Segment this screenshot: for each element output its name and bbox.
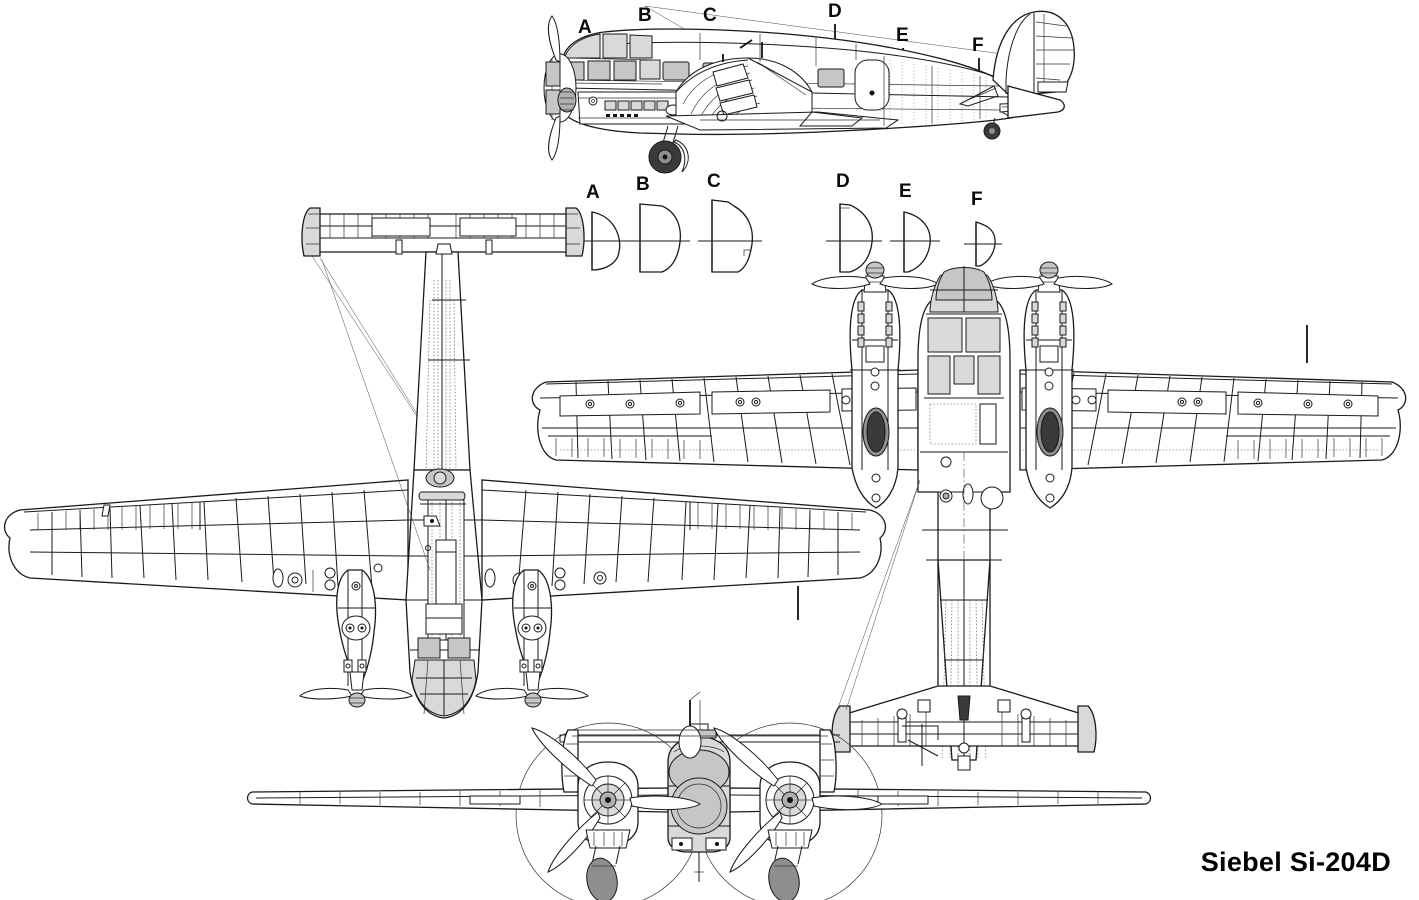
top-nacelle-left (812, 262, 938, 509)
wing-side-profile (666, 111, 898, 130)
drawing-title: Siebel Si-204D (1200, 847, 1391, 877)
bottom-fuselage (321, 259, 484, 719)
vertical-tail-side (960, 10, 1075, 106)
front-engine-left (532, 728, 700, 900)
cross-section-e (890, 211, 940, 273)
nose-spinner-side (544, 16, 576, 160)
front-fuselage-nose (667, 691, 731, 882)
cross-section-label-a: A (586, 182, 600, 203)
cross-section-label-c: C (707, 171, 721, 192)
bottom-tailplane (301, 207, 585, 471)
fuselage-cross-sections (578, 199, 1002, 273)
top-wing (531, 325, 1407, 471)
cross-section-label-f: F (971, 189, 983, 210)
side-view-port-profile (544, 5, 1075, 173)
cross-section-label-e: E (899, 181, 912, 202)
side-section-label-f: F (972, 35, 984, 56)
exhaust-stubs-right (1031, 301, 1067, 348)
exhaust-stubs-left (857, 301, 893, 348)
bottom-plan-view (3, 207, 887, 719)
front-engine-right (714, 728, 882, 900)
rear-fuselage-frames (883, 56, 981, 126)
side-section-label-a: A (578, 17, 592, 38)
exhaust-ports (604, 100, 669, 111)
cross-section-a (578, 211, 626, 271)
front-view-reference-lines (572, 700, 828, 737)
top-fuselage (917, 266, 1011, 761)
side-view-antennas (722, 39, 763, 62)
cross-section-d (826, 203, 882, 273)
cabin-door (855, 60, 889, 110)
nacelle-fasteners (606, 114, 638, 117)
top-plan-view (531, 262, 1407, 770)
main-landing-gear-side (649, 126, 688, 173)
datum-leader-upper (644, 5, 1063, 63)
side-section-label-c: C (703, 5, 717, 26)
fuselage-spine (604, 42, 1004, 80)
fuselage-panel-lines (699, 33, 857, 66)
bottom-rear-fuselage (413, 244, 471, 471)
front-view-detail-right (902, 724, 938, 766)
side-section-label-b: B (638, 5, 652, 26)
aileron-hinges-right (1056, 396, 1352, 408)
side-section-label-e: E (896, 25, 909, 46)
side-section-label-d: D (828, 1, 842, 22)
cross-section-b (626, 203, 690, 273)
cross-section-label-d: D (836, 171, 850, 192)
front-elevation-view (246, 691, 1152, 900)
cross-section-c (698, 199, 762, 273)
front-fin-right (819, 729, 837, 793)
bottom-nacelle-left (300, 569, 412, 707)
tail-cone (1007, 85, 1065, 119)
bottom-wing (3, 479, 887, 601)
tail-wheel-side (984, 118, 1000, 139)
wing-root-fairing (676, 58, 812, 124)
cross-section-label-b: B (636, 174, 650, 195)
top-tailplane (831, 479, 1097, 770)
bottom-nose-glazing (412, 604, 476, 716)
cross-section-f (964, 221, 1002, 267)
top-nacelle-right (986, 262, 1112, 509)
bottom-nacelle-right (476, 569, 588, 707)
